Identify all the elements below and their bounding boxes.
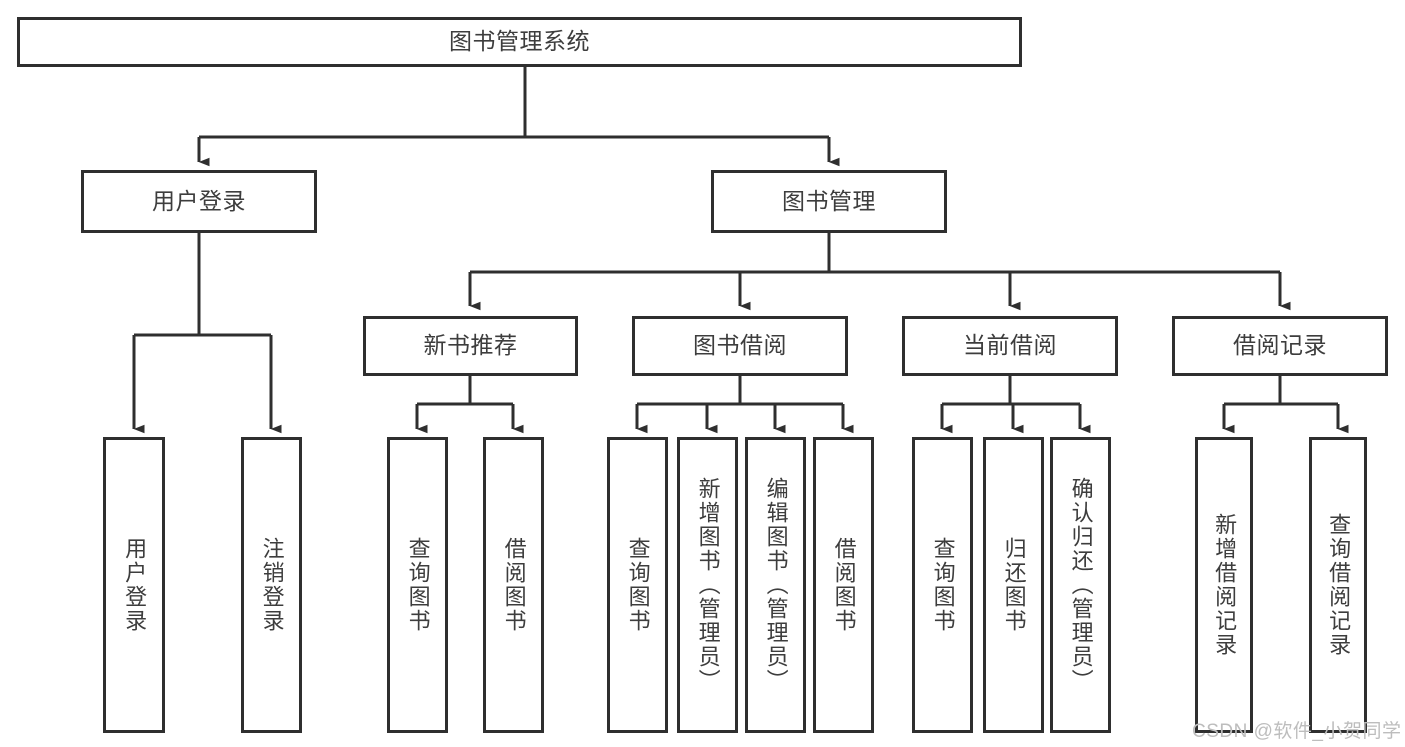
csdn-watermark: CSDN @软件_小贺同学 — [1192, 721, 1402, 742]
node-label: 用户登录 — [152, 187, 246, 214]
leaf-logout[interactable]: 注销登录 — [241, 437, 302, 733]
leaf-query-book-borrow[interactable]: 查询图书 — [607, 437, 668, 733]
node-label: 借阅图书 — [501, 537, 527, 633]
node-current-borrow[interactable]: 当前借阅 — [902, 316, 1118, 376]
node-label: 借阅记录 — [1233, 332, 1327, 359]
leaf-add-borrow-record[interactable]: 新增借阅记录 — [1195, 437, 1253, 733]
node-label: 查询借阅记录 — [1326, 513, 1352, 657]
node-label: 注销登录 — [259, 537, 285, 633]
leaf-query-book-recommend[interactable]: 查询图书 — [387, 437, 448, 733]
node-label: 图书管理系统 — [449, 28, 590, 55]
node-label: 查询图书 — [625, 537, 651, 633]
node-label: 图书借阅 — [693, 332, 787, 359]
leaf-confirm-return-admin[interactable]: 确认归还（管理员） — [1050, 437, 1111, 733]
node-label: 查询图书 — [930, 537, 956, 633]
leaf-borrow-book[interactable]: 借阅图书 — [813, 437, 874, 733]
leaf-edit-book-admin[interactable]: 编辑图书（管理员） — [745, 437, 806, 733]
node-label: 借阅图书 — [831, 537, 857, 633]
node-label: 查询图书 — [405, 537, 431, 633]
leaf-user-login[interactable]: 用户登录 — [103, 437, 165, 733]
leaf-borrow-book-recommend[interactable]: 借阅图书 — [483, 437, 544, 733]
node-book-management-system[interactable]: 图书管理系统 — [17, 17, 1022, 67]
node-label: 新书推荐 — [423, 332, 518, 359]
node-book-management[interactable]: 图书管理 — [711, 170, 947, 233]
node-label: 编辑图书（管理员） — [763, 477, 789, 693]
leaf-return-book[interactable]: 归还图书 — [983, 437, 1044, 733]
leaf-query-borrow-record[interactable]: 查询借阅记录 — [1309, 437, 1367, 733]
node-label: 当前借阅 — [963, 332, 1057, 359]
node-label: 确认归还（管理员） — [1068, 477, 1094, 693]
leaf-add-book-admin[interactable]: 新增图书（管理员） — [677, 437, 738, 733]
node-book-borrow[interactable]: 图书借阅 — [632, 316, 848, 376]
node-borrow-record[interactable]: 借阅记录 — [1172, 316, 1388, 376]
node-new-book-recommend[interactable]: 新书推荐 — [363, 316, 578, 376]
node-label: 新增借阅记录 — [1212, 513, 1238, 657]
node-label: 新增图书（管理员） — [695, 477, 721, 693]
node-label: 归还图书 — [1001, 537, 1027, 633]
node-label: 图书管理 — [782, 187, 876, 214]
leaf-query-book-current[interactable]: 查询图书 — [912, 437, 973, 733]
node-label: 用户登录 — [122, 537, 148, 633]
node-user-login[interactable]: 用户登录 — [81, 170, 317, 233]
